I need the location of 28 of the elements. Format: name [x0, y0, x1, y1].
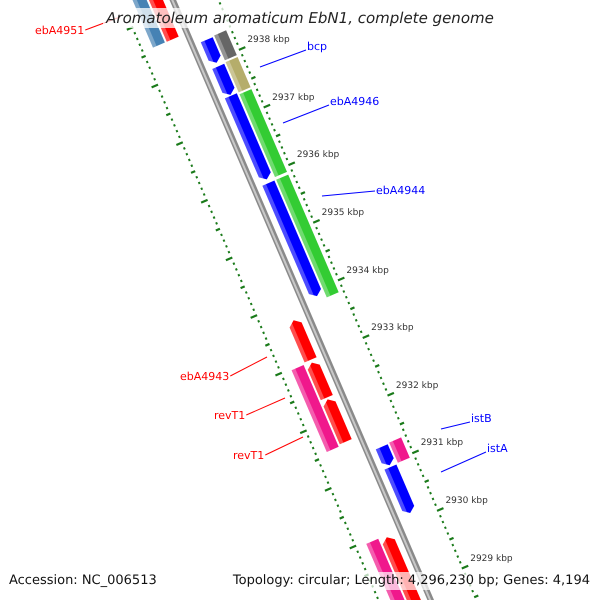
gene-label: revT1: [233, 449, 264, 463]
tick-label: 2933 kbp: [371, 323, 414, 334]
tick-label: 2934 kbp: [346, 266, 389, 277]
leader-line: [230, 356, 268, 376]
gene-label: bcp: [307, 40, 328, 54]
tick-label: 2937 kbp: [272, 92, 314, 104]
gene-label: ebA4943: [180, 370, 230, 384]
tick-label: 2936 kbp: [296, 150, 340, 162]
accession-text: Accession: NC_006513: [9, 572, 157, 590]
leader-line: [440, 452, 486, 472]
gene-label: ebA4944: [376, 184, 426, 198]
tick-label: 2935 kbp: [322, 208, 364, 219]
gene-label: ebA4951: [35, 24, 84, 38]
leader-line: [440, 422, 470, 430]
tick-label: 2929 kbp: [470, 554, 513, 565]
gene-label: revT1: [214, 409, 246, 423]
leader-line: [246, 398, 286, 416]
gene-label: istA: [487, 442, 508, 456]
tick-label: 2930 kbp: [445, 496, 488, 508]
tick-label: 2938 kbp: [247, 35, 290, 46]
tick-label: 2932 kbp: [396, 380, 438, 392]
leader-line: [282, 104, 330, 124]
leader-line: [264, 436, 304, 456]
gene-label: istB: [471, 412, 492, 426]
gene-label: ebA4946: [330, 95, 380, 109]
leader-line: [260, 50, 306, 68]
leader-line: [322, 190, 376, 196]
tick-label: 2931 kbp: [420, 438, 464, 450]
